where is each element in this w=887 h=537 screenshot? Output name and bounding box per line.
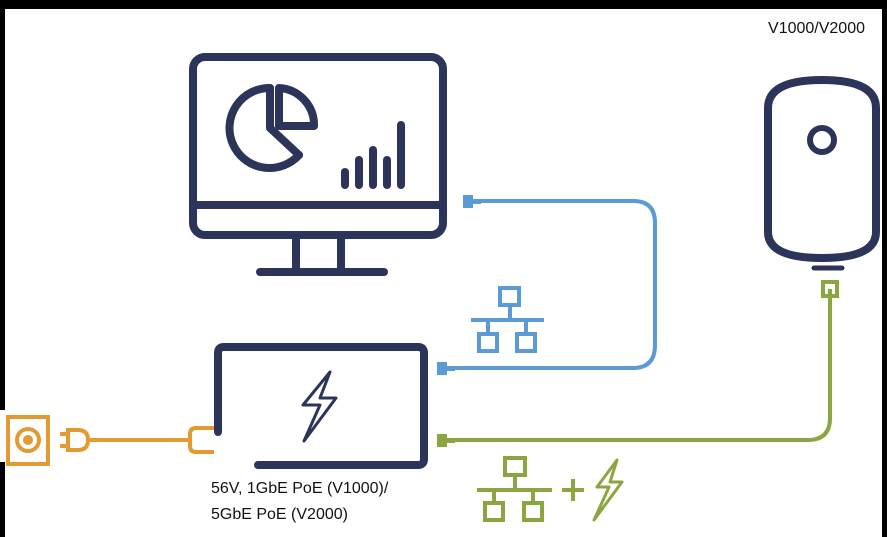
ethernet-port-icon [437,434,455,447]
monitor-icon [189,53,447,276]
poe-cable [455,300,832,442]
data-cable [453,199,657,370]
ethernet-port-icon [463,195,481,208]
lightning-icon [301,370,338,443]
model-label: V1000/V2000 [768,20,865,37]
bar-chart-icon [341,121,405,189]
power-supply-icon [214,343,428,469]
power-supply-label: 56V, 1GbE PoE (V1000)/ 5GbE PoE (V2000) [211,476,388,528]
frame-border-right [882,0,887,537]
frame-border-left-lower [0,462,5,537]
power-supply-label-line2: 5GbE PoE (V2000) [211,506,348,523]
power-plug-icon [60,428,91,452]
wall-outlet-icon [6,415,50,466]
frame-border-top [0,0,887,9]
access-point-device-icon [764,75,880,271]
frame-border-left [0,0,5,410]
pie-chart-icon [225,83,319,172]
network-icon [471,286,544,353]
poe-network-power-icon [477,456,624,522]
power-supply-label-line1: 56V, 1GbE PoE (V1000)/ [211,480,389,497]
ethernet-port-icon [437,362,455,375]
ethernet-port-icon [821,280,839,300]
power-cable [90,426,214,454]
